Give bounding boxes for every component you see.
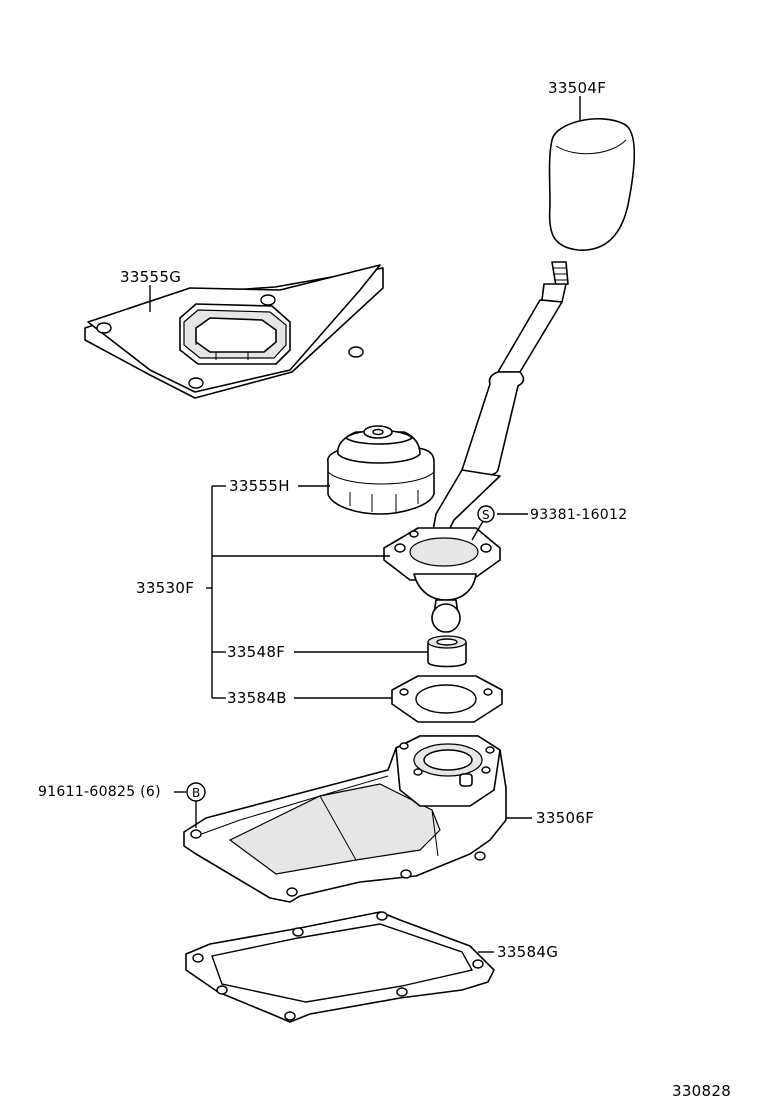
lever-housing-part (383, 527, 501, 633)
label-small-gasket: 33584B (227, 689, 287, 707)
label-boot-plate: 33555G (120, 268, 182, 286)
diagram-number: 330828 (672, 1082, 732, 1100)
leader-lines (174, 485, 528, 828)
label-bolt: 91611-60825 (6) (38, 784, 161, 800)
label-boot: 33555H (229, 477, 290, 495)
label-screw: 93381-16012 (530, 507, 628, 523)
large-gasket-part (185, 911, 495, 1023)
small-gasket-part (391, 675, 503, 723)
shift-retainer-part (183, 735, 532, 903)
shift-lever-part (431, 261, 569, 541)
screw-symbol: S (477, 505, 495, 523)
label-bushing: 33548F (227, 643, 286, 661)
boot-plate-part (84, 264, 384, 399)
bolt-symbol: B (186, 782, 206, 802)
bolt-symbol-text: B (192, 786, 200, 800)
label-retainer: 33506F (536, 809, 595, 827)
screw-symbol-text: S (482, 508, 490, 522)
label-large-gasket: 33584G (497, 943, 559, 961)
label-lever-assy: 33530F (136, 579, 195, 597)
shift-boot-part (326, 425, 435, 515)
shift-knob-part (548, 96, 636, 251)
label-knob: 33504F (548, 79, 607, 97)
bushing-part (427, 635, 467, 668)
